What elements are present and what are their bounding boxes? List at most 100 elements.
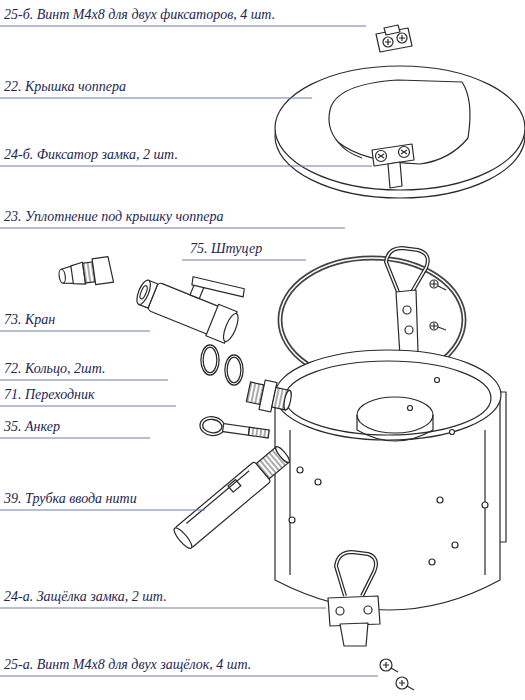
chopper-body-stroke <box>285 361 491 435</box>
part-label: 39. Трубка ввода нити <box>4 490 137 507</box>
o-rings-stroke <box>226 356 242 384</box>
leader-line <box>0 331 150 332</box>
thread-tube-stroke <box>186 471 249 524</box>
anchor-bolt-stroke <box>200 417 224 436</box>
latch-screws-stroke <box>383 662 398 672</box>
ball-valve-stroke <box>139 285 149 300</box>
hose-fitting-stroke <box>58 269 66 284</box>
part-label: 25-б. Винт М4х8 для двух фиксаторов, 4 ш… <box>4 6 275 23</box>
fixator-screws-stroke <box>383 37 393 47</box>
part-label: 72. Кольцо, 2шт. <box>4 360 105 377</box>
part-label: 24-б. Фиксатор замка, 2 шт. <box>4 146 178 163</box>
ball-valve-stroke <box>190 269 246 304</box>
chopper-lid <box>275 66 525 198</box>
leader-line <box>0 510 205 511</box>
chopper-body-stroke <box>297 467 303 473</box>
bottom-latch-stroke <box>336 607 344 615</box>
adapter-stroke <box>283 390 293 411</box>
chopper-body-stroke <box>452 542 458 548</box>
chopper-lid-stroke <box>275 66 525 190</box>
fixator-screws-stroke <box>385 39 391 45</box>
lock-fixator-stroke <box>401 150 407 154</box>
top-latch-stroke <box>403 306 411 314</box>
ball-valve-stroke <box>221 312 242 344</box>
chopper-body-stroke <box>435 378 440 383</box>
lock-fixator-stroke <box>399 147 410 158</box>
o-rings-stroke <box>226 356 242 384</box>
thread-tube-stroke <box>228 480 241 493</box>
chopper-body-stroke <box>290 430 485 575</box>
hose-fitting <box>57 256 113 289</box>
anchor-bolt-stroke <box>223 424 250 436</box>
leader-line <box>0 26 366 27</box>
part-label: 75. Штуцер <box>190 240 262 257</box>
leader-line <box>182 260 306 261</box>
part-label: 35. Анкер <box>4 418 60 435</box>
chopper-body-stroke <box>408 406 413 411</box>
leader-line <box>0 608 326 609</box>
top-latch-stroke <box>386 248 428 292</box>
thread-tube-stroke <box>175 461 271 548</box>
part-label: 23. Уплотнение под крышку чоппера <box>4 208 223 225</box>
ball-valve-stroke <box>134 278 153 306</box>
latch-screws <box>380 659 414 690</box>
chopper-body-stroke <box>450 430 455 435</box>
chopper-body-stroke <box>315 479 321 485</box>
lock-fixator <box>372 144 414 188</box>
chopper-body-stroke <box>482 502 488 508</box>
top-latch-stroke <box>386 248 428 292</box>
thread-tube-stroke <box>172 526 195 551</box>
leader-line <box>0 438 150 439</box>
fixator-screws-stroke <box>399 35 405 41</box>
top-latch-stroke <box>431 323 446 330</box>
fixator-screws-stroke <box>384 25 400 35</box>
top-latch-stroke <box>396 290 418 356</box>
bottom-latch-stroke <box>336 552 376 596</box>
hose-fitting-stroke <box>92 256 113 284</box>
anchor-bolt-stroke <box>200 417 224 436</box>
adapter <box>245 377 293 415</box>
lock-fixator-stroke <box>378 154 384 158</box>
bottom-latch-stroke <box>340 623 368 646</box>
chopper-body-stroke <box>357 415 433 441</box>
chopper-body <box>275 350 506 610</box>
bottom-latch <box>328 552 380 646</box>
leader-line <box>0 228 345 229</box>
part-label: 73. Кран <box>4 311 55 328</box>
fixator-screws-stroke <box>397 33 407 43</box>
lock-fixator-stroke <box>376 151 387 162</box>
bottom-latch-stroke <box>364 606 372 614</box>
chopper-lid-stroke <box>329 80 470 164</box>
top-latch-stroke <box>405 326 413 334</box>
part-label: 24-а. Защёлка замка, 2 шт. <box>4 588 167 605</box>
chopper-body-stroke <box>357 397 433 433</box>
chopper-body-stroke <box>429 559 435 565</box>
leader-line <box>0 406 176 407</box>
part-label: 71. Переходник <box>4 386 95 403</box>
chopper-body-stroke <box>275 350 501 440</box>
chopper-body-stroke <box>437 497 443 503</box>
thread-tube <box>172 443 294 551</box>
part-label: 25-а. Винт М4х8 для двух защёлок, 4 шт. <box>4 656 251 673</box>
bottom-latch-stroke <box>336 552 376 596</box>
anchor-bolt-stroke <box>248 427 269 438</box>
ball-valve <box>133 252 251 345</box>
chopper-body-stroke <box>289 517 295 523</box>
leader-line <box>0 166 372 167</box>
bottom-latch-stroke <box>328 596 380 626</box>
anchor-bolt <box>200 417 270 442</box>
thread-tube-stroke <box>274 445 291 464</box>
latch-screws-stroke <box>399 680 414 690</box>
o-rings-stroke <box>202 346 218 374</box>
chopper-lid-stroke <box>338 142 362 158</box>
o-rings-stroke <box>202 346 218 374</box>
fixator-screws <box>376 25 412 52</box>
part-label: 22. Крышка чоппера <box>4 78 126 95</box>
o-rings <box>202 346 242 384</box>
leader-line <box>0 676 378 677</box>
leader-line <box>0 98 312 99</box>
lock-fixator-stroke <box>388 162 402 188</box>
leader-line <box>0 380 168 381</box>
top-latch-stroke <box>431 281 446 290</box>
